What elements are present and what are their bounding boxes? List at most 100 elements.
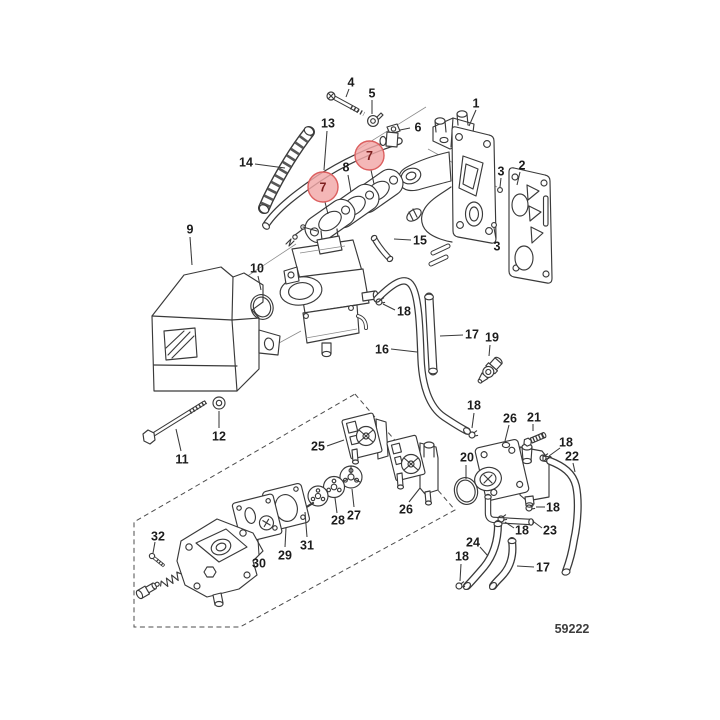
callout-18[interactable]: 18: [559, 435, 573, 449]
part-25-pump-cover: [341, 412, 389, 465]
callout-13[interactable]: 13: [321, 116, 335, 130]
callout-leader-3: [493, 227, 497, 240]
part-spring: [160, 571, 182, 588]
callout-leader-16: [390, 348, 418, 353]
callout-4[interactable]: 4: [348, 75, 355, 89]
callout-31[interactable]: 31: [300, 538, 314, 552]
part-32-screw: [148, 552, 166, 568]
callout-leader-19: [488, 344, 491, 357]
part-6-fitting: [379, 123, 401, 148]
callout-29[interactable]: 29: [278, 548, 292, 562]
part-28-valve-disc: [322, 475, 346, 499]
callout-25[interactable]: 25: [311, 439, 325, 453]
callout-28[interactable]: 28: [331, 513, 345, 527]
highlight-leader-7: [324, 201, 329, 215]
callout-leader-27: [351, 488, 355, 508]
part-17-hose-lower: [488, 537, 517, 591]
callout-leader-2: [516, 171, 521, 186]
highlight-circle-7[interactable]: [307, 171, 339, 203]
callout-3[interactable]: 3: [494, 239, 501, 253]
callout-18[interactable]: 18: [397, 304, 411, 318]
part-3-screws: [491, 187, 503, 228]
callout-leader-32: [152, 541, 156, 554]
part-16-fuel-hose: [373, 277, 471, 435]
callout-5[interactable]: 5: [369, 86, 376, 100]
part-22-hose: [546, 457, 582, 576]
callout-leader-28: [334, 497, 338, 514]
part-14-corrugated-hose: [258, 126, 315, 214]
part-15-tube: [370, 234, 394, 263]
callout-15[interactable]: 15: [413, 233, 427, 247]
part-7-gasket-lower: [304, 198, 356, 244]
callout-leader-23: [533, 521, 543, 529]
callout-1[interactable]: 1: [473, 96, 480, 110]
callout-leader-13: [323, 130, 328, 171]
highlight-leader-7: [370, 169, 375, 185]
callout-leader-1: [468, 109, 477, 127]
highlight-circle-7[interactable]: [354, 140, 385, 171]
callout-leader-17: [439, 334, 464, 337]
callout-2[interactable]: 2: [519, 158, 526, 172]
callout-30[interactable]: 30: [252, 556, 266, 570]
callout-23[interactable]: 23: [543, 523, 557, 537]
callout-8[interactable]: 8: [343, 160, 350, 174]
callout-18[interactable]: 18: [546, 500, 560, 514]
callout-26[interactable]: 26: [503, 411, 517, 425]
callout-leader-31: [304, 511, 308, 538]
callout-19[interactable]: 19: [485, 330, 499, 344]
callout-leader-18: [548, 447, 561, 457]
callout-26[interactable]: 26: [399, 502, 413, 516]
callout-leader-30: [257, 539, 260, 556]
callout-leader-18: [382, 303, 396, 311]
callout-leader-18: [504, 521, 515, 529]
part-plunger: [135, 581, 160, 600]
callout-9[interactable]: 9: [187, 222, 194, 236]
callout-6[interactable]: 6: [415, 120, 422, 134]
callout-10[interactable]: 10: [250, 261, 264, 275]
callout-leader-4: [345, 88, 350, 98]
exploded-group-boundary: [133, 393, 456, 628]
callout-leader-10: [257, 275, 262, 291]
part-20-o-ring: [453, 477, 479, 505]
callout-17[interactable]: 17: [465, 327, 479, 341]
part-24-hose: [462, 520, 503, 591]
callout-leader-26: [504, 424, 510, 442]
callout-12[interactable]: 12: [212, 429, 226, 443]
part-19-fuel-connector: [477, 356, 503, 384]
callout-24[interactable]: 24: [466, 535, 480, 549]
part-4-bolt: [326, 91, 366, 117]
callout-17[interactable]: 17: [536, 560, 550, 574]
part-1-intake-manifold: [398, 110, 497, 267]
callout-22[interactable]: 22: [565, 449, 579, 463]
callout-leader-3: [499, 177, 502, 188]
callout-11[interactable]: 11: [175, 452, 188, 466]
callout-leader-8: [347, 174, 352, 193]
callout-27[interactable]: 27: [347, 508, 361, 522]
callout-leader-22: [572, 462, 576, 473]
highlighted-callout-7[interactable]: 7: [320, 180, 327, 194]
part-9-air-silencer: [151, 266, 281, 392]
callout-21[interactable]: 21: [527, 410, 541, 424]
callout-18[interactable]: 18: [467, 398, 481, 412]
part-2-end-plate: [508, 167, 553, 284]
callout-layer: 1233456891011121314151617171818181818181…: [151, 75, 579, 582]
callout-18[interactable]: 18: [455, 549, 469, 563]
part-26-fuel-pump: [474, 438, 553, 508]
callout-leader-18: [471, 412, 475, 429]
callout-leader-29: [284, 527, 287, 548]
callout-16[interactable]: 16: [375, 342, 389, 356]
part-17-hose-upper: [424, 292, 438, 376]
callout-3[interactable]: 3: [498, 164, 505, 178]
callout-32[interactable]: 32: [151, 529, 165, 543]
callout-leader-26: [408, 487, 421, 503]
callout-20[interactable]: 20: [460, 450, 474, 464]
callout-leader-14: [254, 163, 286, 169]
drawing-number: 59222: [555, 622, 590, 636]
part-23-tube: [484, 493, 535, 526]
part-11-bolt: [142, 400, 208, 445]
highlighted-callout-7[interactable]: 7: [366, 149, 373, 163]
callout-leader-25: [326, 439, 345, 447]
callout-14[interactable]: 14: [239, 155, 253, 169]
callout-18[interactable]: 18: [515, 523, 529, 537]
